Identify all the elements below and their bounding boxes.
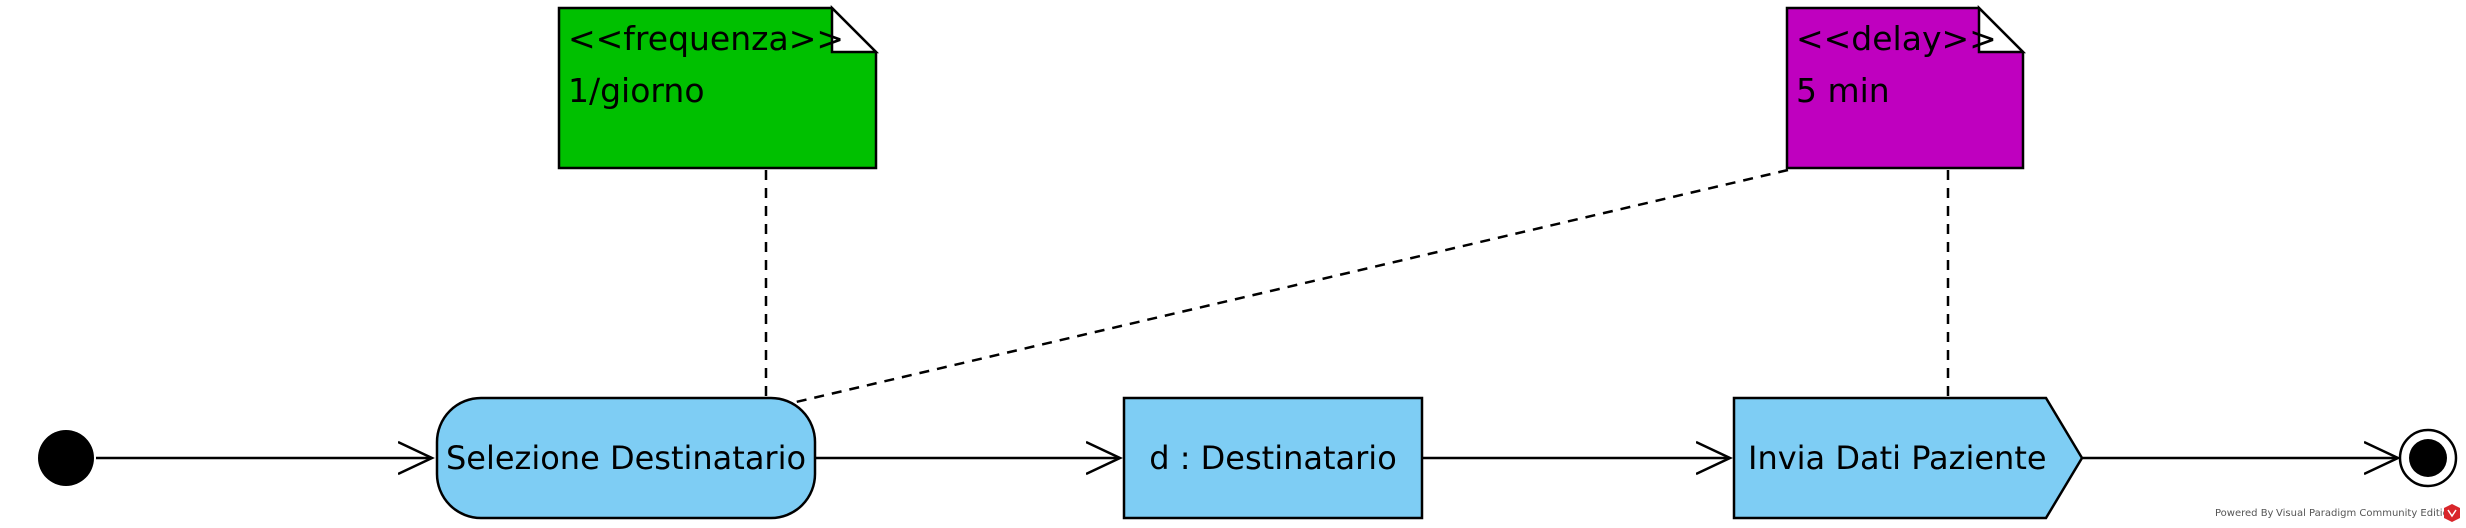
note-frequency-shape [557,6,878,170]
action-shape [435,396,817,520]
action-selezione-destinatario[interactable]: Selezione Destinatario [435,396,817,520]
activity-final-node[interactable] [2398,428,2458,488]
note-anchor-delay-action [795,168,1789,404]
note-delay-shape [1785,6,2025,170]
footer-powered-by: Powered By [2215,508,2274,519]
footer-watermark: Powered By Visual Paradigm Community Edi… [2215,504,2460,522]
note-delay-value: 5 min [1796,71,1890,110]
object-label: d : Destinatario [1149,439,1397,477]
note-frequency-fold [830,4,880,54]
initial-node[interactable] [38,430,94,486]
send-signal-invia-dati-paziente[interactable]: Invia Dati Paziente [1732,396,2084,520]
send-signal-label: Invia Dati Paziente [1748,439,2047,477]
send-signal-shape [1732,396,2084,520]
note-frequency-stereotype: <<frequenza>> [568,19,844,58]
action-label: Selezione Destinatario [446,439,806,477]
final-inner-dot [2409,439,2447,477]
object-node-destinatario[interactable]: d : Destinatario [1122,396,1424,520]
footer-product: Visual Paradigm Community Edition [2276,508,2455,519]
visual-paradigm-logo-icon [2444,504,2460,522]
note-delay-stereotype: <<delay>> [1796,19,1997,58]
note-delay[interactable]: <<delay>> 5 min [1785,4,2027,170]
note-frequency-value: 1/giorno [568,71,705,110]
note-frequency[interactable]: <<frequenza>> 1/giorno [557,4,880,170]
note-delay-fold [1977,4,2027,54]
object-shape [1122,396,1424,520]
